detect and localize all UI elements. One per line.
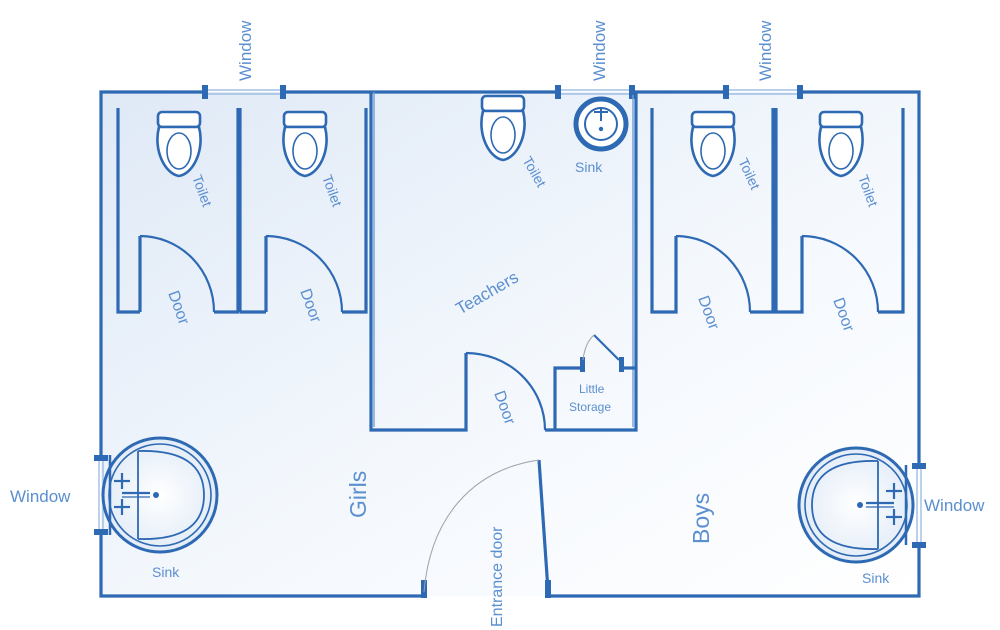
room-label-storage: Storage [569,400,611,414]
teachers-room-walls [369,92,638,432]
sink-icon [797,446,915,564]
entrance-door-label: Entrance door [489,526,506,627]
girls-stall-walls [116,108,368,314]
sink-icon [101,436,219,554]
window-label-right: Window [924,496,985,515]
sink-label: Sink [862,570,890,586]
toilet-icon [480,94,526,162]
window-top-right [723,85,803,99]
window-label-top-left: Window [236,20,255,81]
room-label-boys: Boys [688,493,714,544]
toilet-icon [818,110,864,178]
toilet-icon [156,110,202,178]
boys-stall-walls [650,108,905,314]
little-storage [553,334,636,430]
window-top-left [202,85,286,99]
outer-walls [99,90,921,598]
toilet-icon [282,110,328,178]
sink-label: Sink [152,564,180,580]
door-swings [139,234,880,431]
room-label-girls: Girls [345,471,371,518]
room-label-storage: Little [579,382,605,396]
window-top-center [555,85,635,99]
sink-icon [573,96,629,152]
window-label-top-center: Window [590,20,609,81]
window-right [912,463,926,548]
sink-label: Sink [575,159,603,175]
window-label-left: Window [10,487,71,506]
toilet-icon [690,110,736,178]
window-label-top-right: Window [756,20,775,81]
entrance-door-symbol [421,459,551,598]
floor-area [101,92,919,596]
